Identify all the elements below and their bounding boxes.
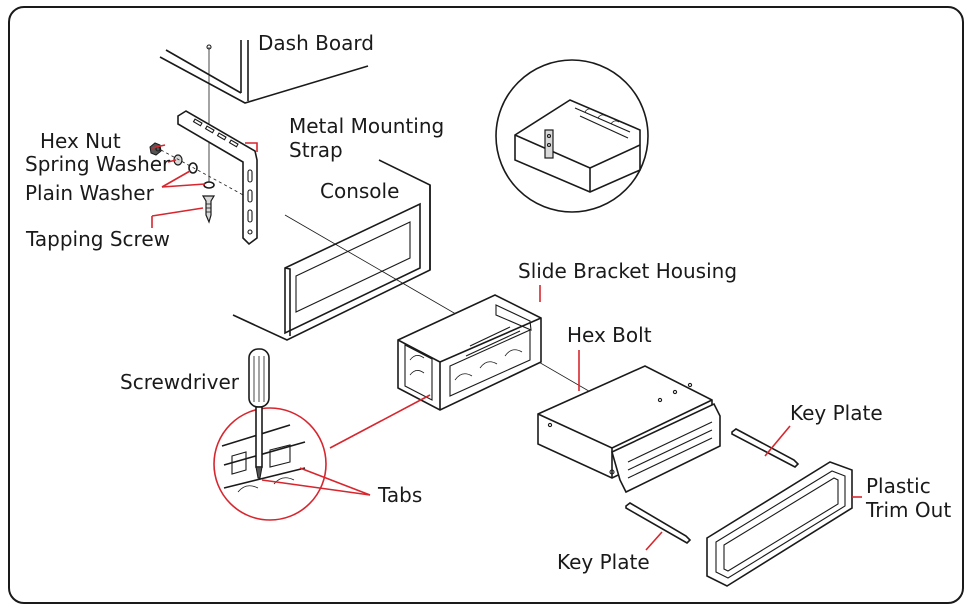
callout-lines <box>151 142 862 551</box>
key-plate-top-drawing <box>731 428 800 468</box>
label-slide-bracket-housing: Slide Bracket Housing <box>518 259 737 283</box>
label-key-plate-top: Key Plate <box>790 401 883 425</box>
console-drawing <box>232 159 626 413</box>
label-spring-washer: Spring Washer <box>25 152 171 176</box>
label-plain-washer: Plain Washer <box>25 181 155 205</box>
hardware-drawing <box>149 142 246 224</box>
metal-mounting-strap-drawing <box>177 110 258 246</box>
dash-board-drawing <box>159 40 369 185</box>
key-plate-bottom-drawing <box>625 502 692 544</box>
screwdriver-detail <box>213 348 327 521</box>
label-tapping-screw: Tapping Screw <box>25 227 170 251</box>
detail-circle-top <box>495 59 649 213</box>
label-plastic-trim-out-1: Plastic <box>866 474 931 498</box>
label-metal-mounting-strap-2: Strap <box>289 138 343 162</box>
label-metal-mounting-strap-1: Metal Mounting <box>289 114 444 138</box>
radio-unit-drawing <box>537 365 721 494</box>
diagram-frame <box>8 6 964 604</box>
label-console: Console <box>320 179 399 203</box>
slide-bracket-housing-drawing <box>397 294 542 411</box>
label-dash-board: Dash Board <box>258 31 374 55</box>
label-tabs: Tabs <box>377 483 422 507</box>
plastic-trim-out-drawing <box>706 461 853 587</box>
label-key-plate-bottom: Key Plate <box>557 550 650 574</box>
label-plastic-trim-out-2: Trim Out <box>865 498 951 522</box>
label-hex-bolt: Hex Bolt <box>567 323 652 347</box>
label-screwdriver: Screwdriver <box>120 370 240 394</box>
label-hex-nut: Hex Nut <box>40 129 121 153</box>
